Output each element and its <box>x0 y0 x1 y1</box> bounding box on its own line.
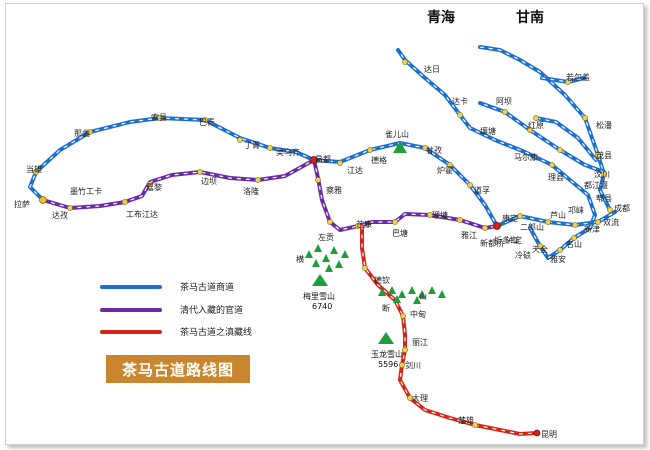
mountain-icon-queershan <box>393 141 407 153</box>
place-label-hongyuan: 红原 <box>528 120 544 130</box>
place-label-dangxiong: 当雄 <box>26 164 42 174</box>
place-label-jiali: 嘉黎 <box>146 182 162 192</box>
place-label-pixian: 郫县 <box>596 193 612 203</box>
place-label-dingqing: 丁青 <box>244 140 260 150</box>
city-dot-kunming <box>533 429 541 437</box>
place-label-leiwuqi: 类乌齐 <box>276 147 300 157</box>
place-label-qionglai: 邛崃 <box>568 205 584 215</box>
purple-routes <box>41 158 499 232</box>
place-label-baqing: 巴青 <box>199 117 215 127</box>
region-label-qinghai: 青海 <box>427 9 455 26</box>
place-label-dege: 德格 <box>371 155 387 165</box>
red-route <box>360 224 539 436</box>
place-label-daofu: 道孚 <box>474 185 490 195</box>
peak-height-yulong: 5596 <box>378 360 398 369</box>
map-title-box: 茶马古道路线图 <box>106 355 250 383</box>
place-label-ruoergai: 若尔盖 <box>566 72 590 82</box>
place-label-dari: 达日 <box>424 64 440 74</box>
place-label-dujiangyan: 都江堰 <box>584 180 608 190</box>
place-label-chaya: 察雅 <box>326 185 342 195</box>
place-label-lijiang: 丽江 <box>412 338 428 347</box>
place-label-chuxiong: 楚雄 <box>458 415 474 425</box>
place-label-chengdu: 成都 <box>614 203 630 213</box>
map-title: 茶马古道路线图 <box>121 360 234 379</box>
place-label-ganzi: 甘孜 <box>426 145 442 155</box>
peak-name-yulong: 玉龙雪山 <box>371 349 403 359</box>
place-label-dali: 大理 <box>412 393 428 403</box>
city-dot-lasa <box>39 196 47 204</box>
place-label-changdu: 昌都 <box>315 155 331 164</box>
place-label-xinduqiao: 新都桥 <box>480 238 504 248</box>
place-labels: 拉萨 当雄 那曲 索县 巴青 丁青 类乌齐 昌都 江达 德格 雀儿山 甘孜 炉霍… <box>14 64 630 439</box>
place-label-shuangliu: 双流 <box>603 217 619 227</box>
peak-name-meili: 梅里雪山 <box>303 291 335 301</box>
place-label-luhuo: 炉霍 <box>437 165 453 175</box>
place-label-mangkang: 芒康 <box>356 219 372 229</box>
place-label-lasa: 拉萨 <box>14 199 30 209</box>
mountain-cluster-shan <box>378 286 446 304</box>
legend-label-red: 茶马古道之滇藏线 <box>180 326 252 338</box>
place-label-lushan: 芦山 <box>550 210 566 220</box>
place-label-kunming: 昆明 <box>541 430 557 439</box>
legend: 茶马古道商道 清代入藏的官道 茶马古道之滇藏线 <box>100 281 252 338</box>
place-label-aba: 阿坝 <box>496 97 512 106</box>
place-label-deqin: 德钦 <box>374 275 390 285</box>
place-label-mozhugongka: 墨竹工卡 <box>70 186 102 196</box>
place-label-luolong: 洛隆 <box>243 186 259 196</box>
place-label-jiangda: 江达 <box>347 165 363 175</box>
place-label-duan: 断 <box>382 303 390 313</box>
place-label-shan: 山 <box>419 291 427 301</box>
place-label-suoxian: 索县 <box>151 112 167 122</box>
place-label-queershan: 雀儿山 <box>385 129 409 139</box>
place-label-mingshan: 名山 <box>566 239 582 249</box>
place-label-maoxian: 茂县 <box>596 150 612 160</box>
peak-height-meili: 6740 <box>312 302 332 311</box>
region-label-gannan: 甘南 <box>516 9 544 26</box>
place-label-maerkang: 马尔康 <box>514 152 538 162</box>
place-label-wenchuan: 汶川 <box>594 169 610 179</box>
mountain-icon-meili <box>312 274 328 286</box>
place-label-rangtang: 壤塘 <box>480 126 496 136</box>
place-label-zuogong: 左贡 <box>318 232 334 242</box>
place-label-luding: 泸定 <box>506 235 522 245</box>
place-label-lixian: 理县 <box>548 173 564 182</box>
place-label-nagqu: 那曲 <box>74 128 90 138</box>
mountain-cluster-heng <box>305 244 349 272</box>
place-label-bianba: 边坝 <box>201 176 217 186</box>
mountain-icon-yulong <box>378 332 394 344</box>
place-label-dazi: 达孜 <box>52 210 68 220</box>
place-label-batang: 巴塘 <box>392 228 408 238</box>
place-label-yaan: 雅安 <box>550 254 566 264</box>
city-dot-kangding <box>493 222 501 230</box>
place-label-jianchuan: 剑川 <box>405 360 421 370</box>
place-label-xinjin: 新津 <box>584 224 600 234</box>
place-label-heng: 横 <box>296 254 304 264</box>
place-label-yajiang: 雅江 <box>461 230 477 240</box>
place-label-erlangshan: 二郎山 <box>520 222 544 232</box>
place-label-kangding: 康定 <box>502 213 518 223</box>
place-label-daka: 达卡 <box>452 96 468 106</box>
legend-label-purple: 清代入藏的官道 <box>180 304 243 316</box>
city-dots <box>33 59 613 428</box>
place-label-zheduoshan: 折多山 <box>494 235 518 245</box>
city-dot-changdu <box>310 156 318 164</box>
place-label-litang: 理塘 <box>432 210 448 220</box>
place-label-lengqi: 冷碛 <box>515 250 531 260</box>
place-label-songpan: 松潘 <box>596 120 612 130</box>
place-label-zhongdian: 中甸 <box>410 309 426 319</box>
place-label-tianquan: 天全 <box>532 244 548 254</box>
legend-label-blue: 茶马古道商道 <box>180 281 234 293</box>
place-label-gongbujiangda: 工布江达 <box>126 209 158 219</box>
